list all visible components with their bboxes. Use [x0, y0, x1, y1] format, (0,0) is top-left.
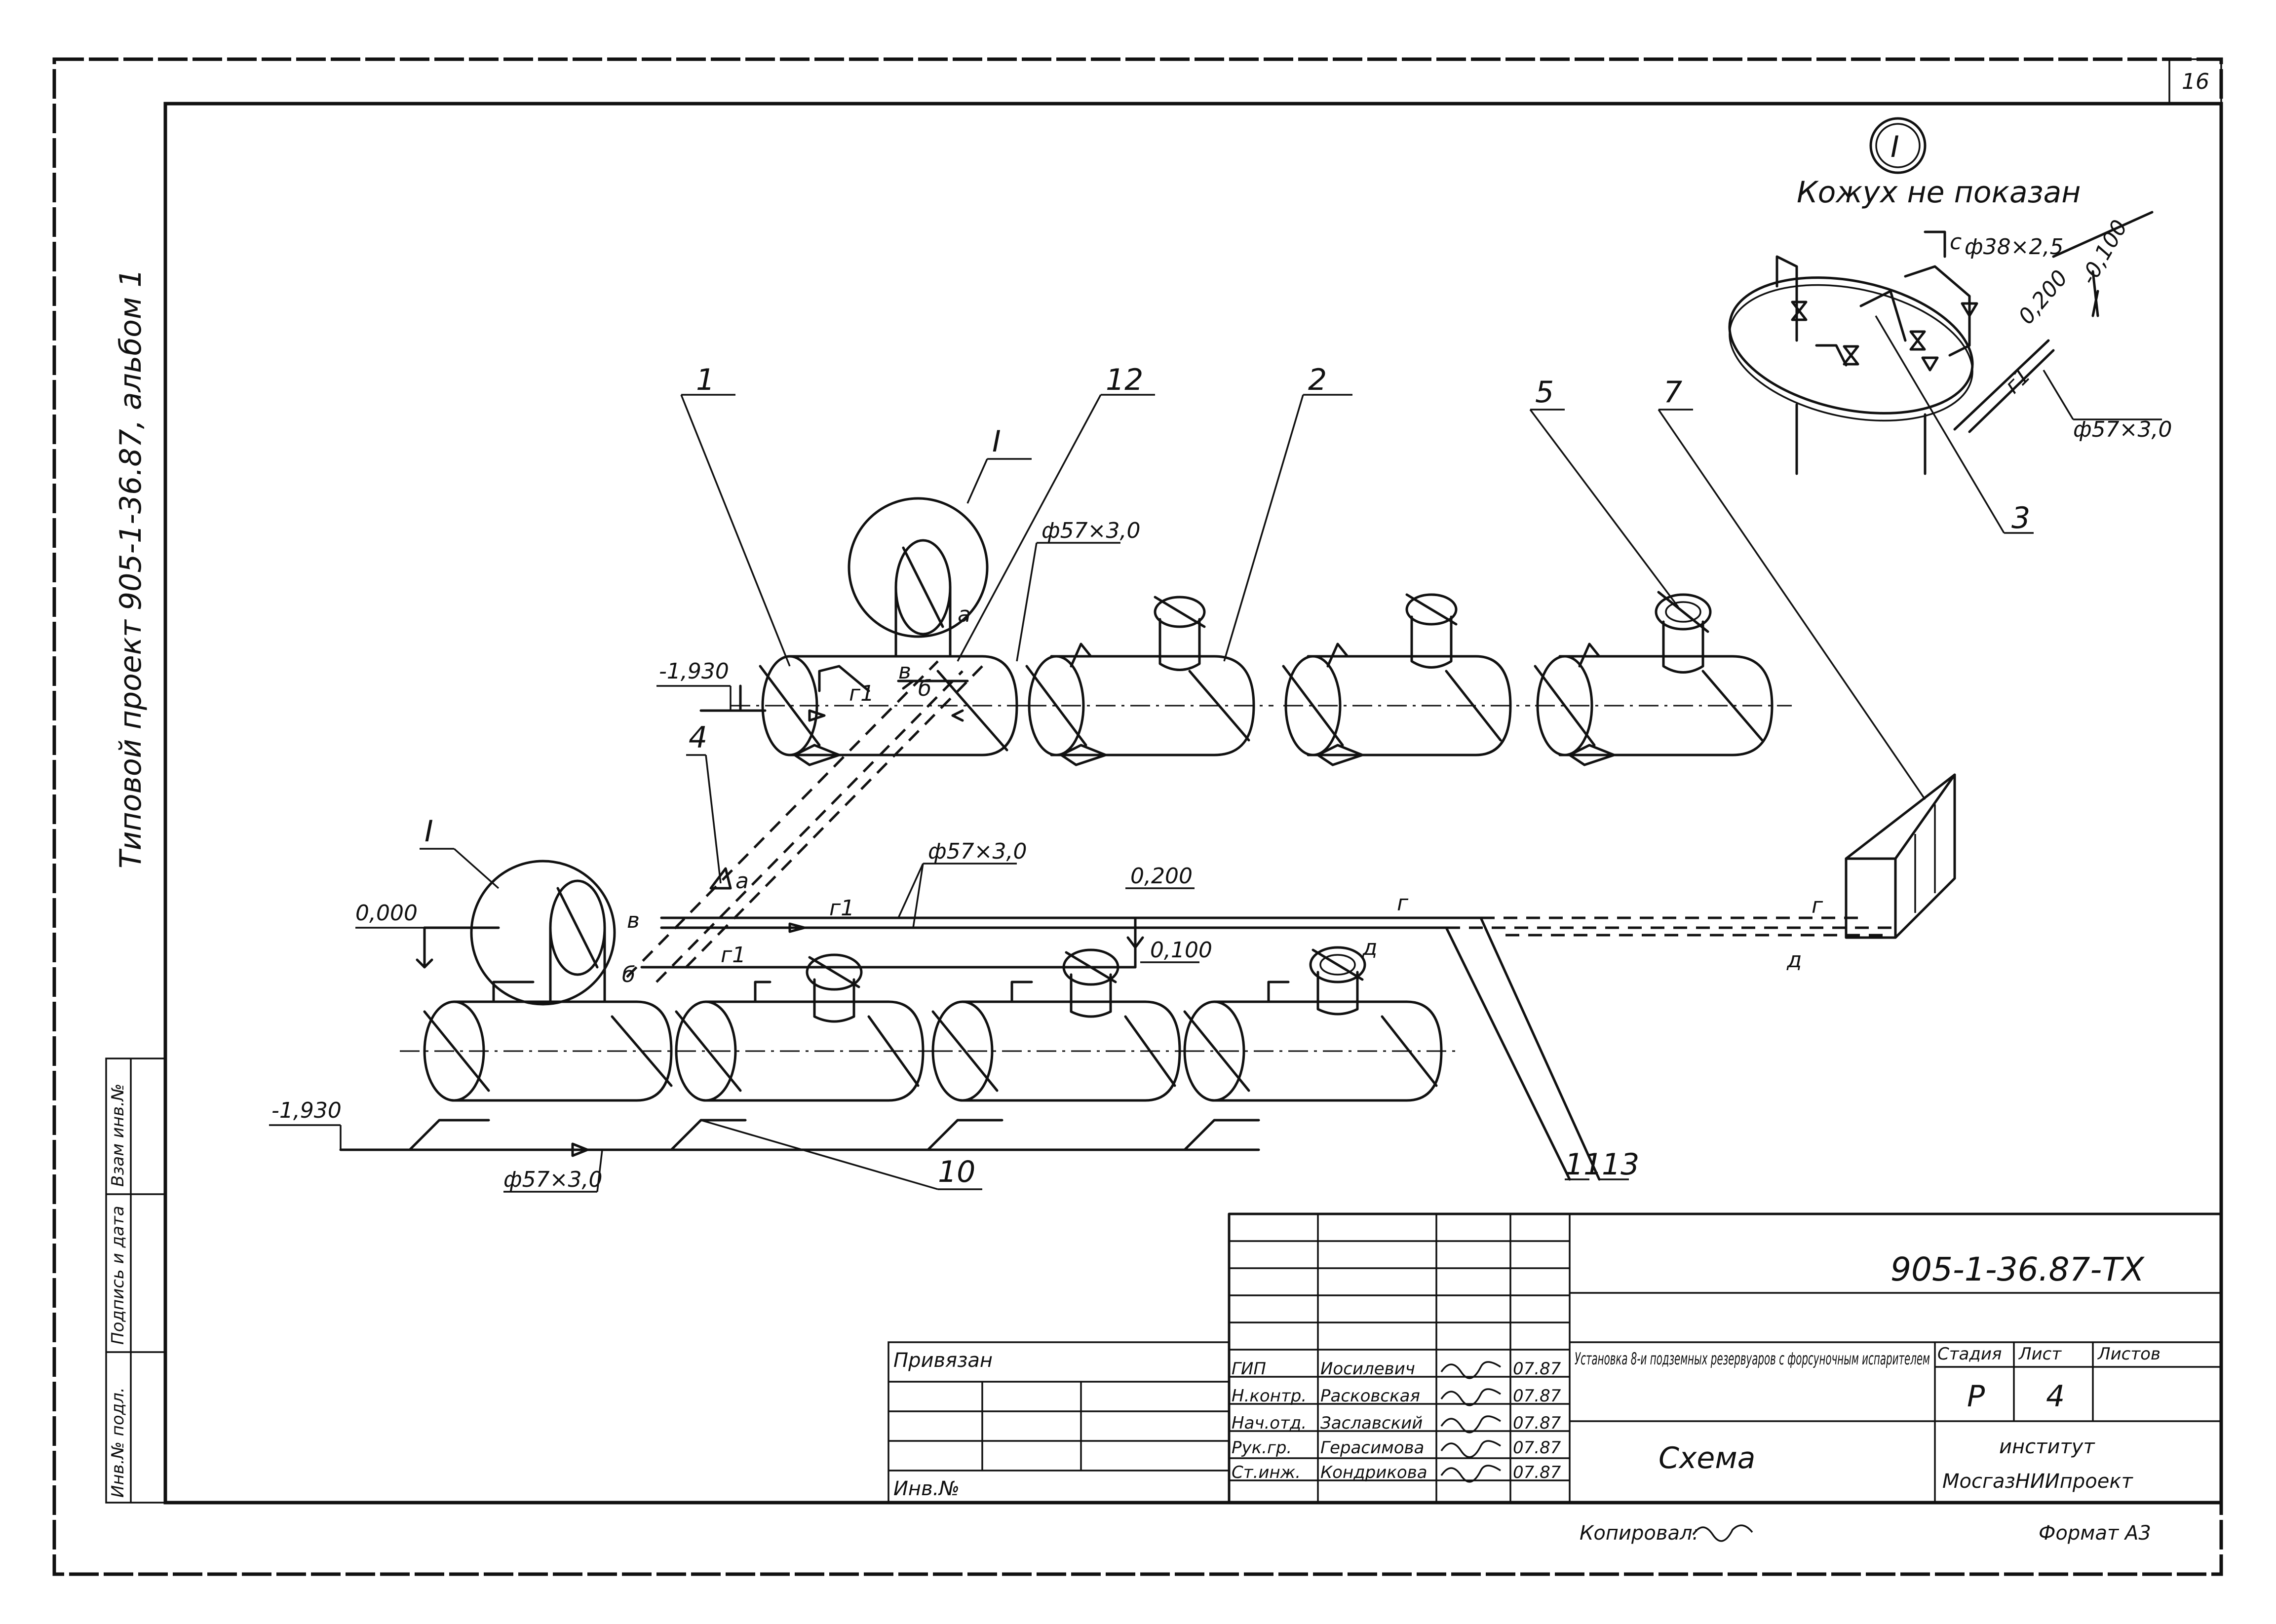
signature-4 [1440, 1440, 1501, 1458]
tb-sheet-label: Лист [2018, 1344, 2062, 1364]
callout-5: 5 [1535, 375, 1554, 410]
callout-4: 4 [689, 720, 707, 755]
callout-detail-upper: I [992, 424, 1001, 459]
callouts: 1 12 2 5 7 4 10 11 13 I I [420, 363, 1926, 1190]
label-d-right: д [1786, 947, 1802, 973]
line-labels: г1 г1 г1 г г д д а в б а в б [622, 602, 1823, 987]
label-a-upper: а [958, 602, 971, 627]
detail-ref-c: с [1950, 229, 1962, 255]
signature-5 [1440, 1465, 1501, 1483]
tb-role-nachotd: Нач.отд. [1232, 1413, 1307, 1433]
tb-stage: Р [1967, 1379, 1985, 1414]
evaporator-cabinet [1845, 773, 1956, 939]
sheet-number: 16 [2182, 69, 2209, 94]
tb-privyazan: Привязан [893, 1349, 993, 1372]
upper-tank-row [731, 497, 1792, 766]
footer: Копировал: Формат А3 [1580, 1522, 2151, 1545]
title-block: Привязан Инв.№ ГИП Н.контр. Нач.отд. Рук… [887, 1212, 2223, 1504]
callout-1: 1 [696, 363, 715, 397]
pipe-bottom: ф57×3,0 [503, 1167, 602, 1192]
pipelines [339, 660, 1895, 1181]
level-zero: 0,000 [355, 901, 418, 926]
callout-10: 10 [938, 1155, 975, 1189]
tb-sheet-title: Схема [1659, 1441, 1755, 1475]
tb-inv-no: Инв.№ [893, 1477, 960, 1500]
level-marks: -1,930 0,000 0,200 0,100 -1,930 [269, 659, 1212, 1150]
pipe-middle: ф57×3,0 [928, 839, 1027, 864]
side-stamp: Инв.№ подл. Подпись и дата Взам инв.№ [105, 1057, 166, 1504]
tb-stage-label: Стадия [1937, 1344, 2002, 1364]
detail-level-2: -0,100 [2076, 216, 2132, 289]
label-b-lower: б [622, 962, 635, 987]
detail-note: Кожух не показан [1797, 175, 2081, 210]
tb-document-code: 905-1-36.87-ТХ [1890, 1250, 2145, 1288]
footer-format: Формат А3 [2039, 1522, 2151, 1545]
footer-copied: Копировал: [1580, 1522, 1699, 1545]
tb-role-nkontr: Н.контр. [1232, 1386, 1307, 1406]
label-g1-upper: г1 [849, 681, 874, 706]
signature-3 [1440, 1415, 1501, 1434]
tb-name-5: Кондрикова [1320, 1463, 1427, 1482]
callout-12: 12 [1106, 363, 1143, 397]
callout-detail-lower: I [424, 814, 433, 849]
pipe-size-labels: ф57×3,0 ф57×3,0 ф57×3,0 [503, 518, 1140, 1193]
callout-11: 11 [1565, 1147, 1602, 1182]
label-v-upper: в [898, 659, 911, 684]
lower-tank-row [400, 860, 1461, 1151]
label-v-lower: в [627, 908, 640, 933]
stamp-vzam-inv: Взам инв.№ [108, 1084, 128, 1187]
callout-7: 7 [1663, 375, 1682, 410]
tb-org-line1: институт [1999, 1435, 2095, 1458]
tb-date-5: 07.87 [1513, 1463, 1561, 1482]
level-pipe-010: 0,100 [1150, 938, 1212, 963]
sheet-number-box [2168, 58, 2222, 105]
detail-pipe-main: ф57×3,0 [2073, 417, 2172, 442]
stamp-inv-podl: Инв.№ подл. [108, 1387, 128, 1498]
label-a-lower: а [735, 869, 749, 894]
tb-name-4: Герасимова [1320, 1438, 1424, 1458]
tb-date-4: 07.87 [1513, 1438, 1561, 1458]
label-g-right: г [1812, 893, 1823, 918]
tb-sheets-label: Листов [2097, 1344, 2160, 1364]
tb-name-2: Расковская [1320, 1386, 1420, 1406]
label-d: д [1362, 935, 1377, 960]
detail-callout-3: 3 [2011, 501, 2030, 535]
stamp-signature-date: Подпись и дата [108, 1206, 128, 1345]
detail-view: I Кожух не показан с ф38×2,5 0,200 -0,10… [1728, 117, 2172, 535]
detail-level-1: 0,200 [2013, 265, 2073, 329]
detail-marker: I [1890, 130, 1899, 164]
label-g1-mid: г1 [829, 896, 854, 921]
tb-role-rukgr: Рук.гр. [1232, 1438, 1292, 1458]
label-g1-low: г1 [721, 943, 746, 968]
album-title: Типовой проект 905-1-36.87, альбом 1 [114, 268, 148, 869]
signature-2 [1440, 1388, 1501, 1406]
detail-pipe-top: ф38×2,5 [1965, 234, 2063, 260]
tb-sheet: 4 [2046, 1379, 2065, 1414]
callout-2: 2 [1308, 363, 1327, 397]
detail-line-g1: г1 [2000, 363, 2036, 399]
level-pipe-020: 0,200 [1130, 864, 1193, 889]
signature-1 [1440, 1361, 1501, 1379]
tb-object-title: Установка 8-и подземных резервуаров с фо… [1575, 1349, 1930, 1369]
tb-date-3: 07.87 [1513, 1413, 1561, 1433]
outer-frame [52, 57, 2223, 1576]
tb-role-stinzh: Ст.инж. [1232, 1463, 1301, 1482]
tb-date-2: 07.87 [1513, 1386, 1561, 1406]
tb-role-gip: ГИП [1232, 1359, 1266, 1379]
tb-date-1: 07.87 [1513, 1359, 1561, 1379]
copier-signature [1692, 1524, 1753, 1542]
tb-org-line2: МосгазНИИпроект [1942, 1470, 2133, 1493]
callout-13: 13 [1602, 1147, 1639, 1182]
level-lower-tanks: -1,930 [271, 1098, 342, 1123]
pipe-upper: ф57×3,0 [1042, 518, 1140, 543]
label-b-upper: б [918, 676, 931, 701]
level-upper-tanks: -1,930 [659, 659, 729, 684]
tb-name-1: Иосилевич [1320, 1359, 1415, 1379]
label-g: г [1397, 891, 1409, 916]
tb-name-3: Заславский [1320, 1413, 1423, 1433]
